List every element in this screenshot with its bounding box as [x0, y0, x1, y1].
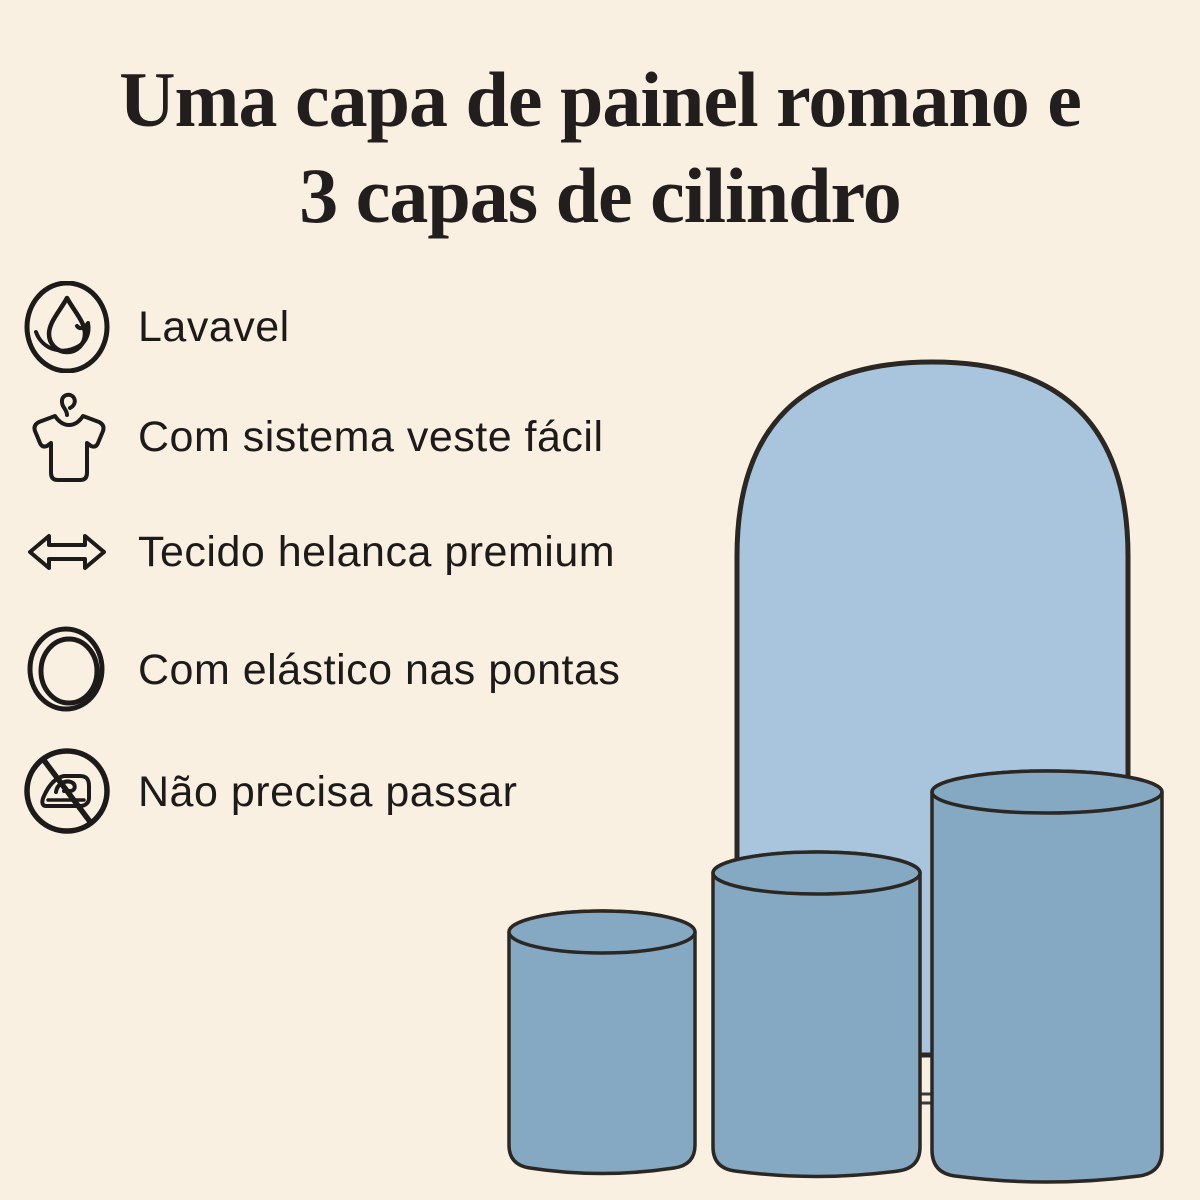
- feature-no-iron: Não precisa passar: [22, 746, 517, 838]
- water-drop-icon: [22, 281, 112, 373]
- cylinder-small: [507, 909, 697, 1176]
- feature-premium-fabric: Tecido helanca premium: [22, 527, 616, 576]
- page-title: Uma capa de painel romano e 3 capas de c…: [0, 52, 1200, 244]
- title-line-2: 3 capas de cilindro: [299, 152, 901, 239]
- feature-label: Tecido helanca premium: [138, 527, 616, 576]
- cylinder-medium: [711, 850, 922, 1179]
- double-arrow-icon: [22, 528, 112, 576]
- no-iron-icon: [22, 745, 112, 839]
- double-circle-icon: [22, 626, 112, 714]
- tshirt-hanger-icon: [22, 388, 112, 486]
- feature-elastic-ends: Com elástico nas pontas: [22, 626, 621, 714]
- feature-label: Com sistema veste fácil: [138, 412, 604, 461]
- feature-easy-dress: Com sistema veste fácil: [22, 389, 604, 485]
- cylinder-large: [930, 769, 1164, 1184]
- feature-label: Com elástico nas pontas: [138, 645, 621, 694]
- feature-washable: Lavavel: [22, 281, 290, 373]
- feature-label: Não precisa passar: [138, 767, 518, 816]
- feature-label: Lavavel: [138, 302, 290, 351]
- title-line-1: Uma capa de painel romano e: [119, 56, 1082, 143]
